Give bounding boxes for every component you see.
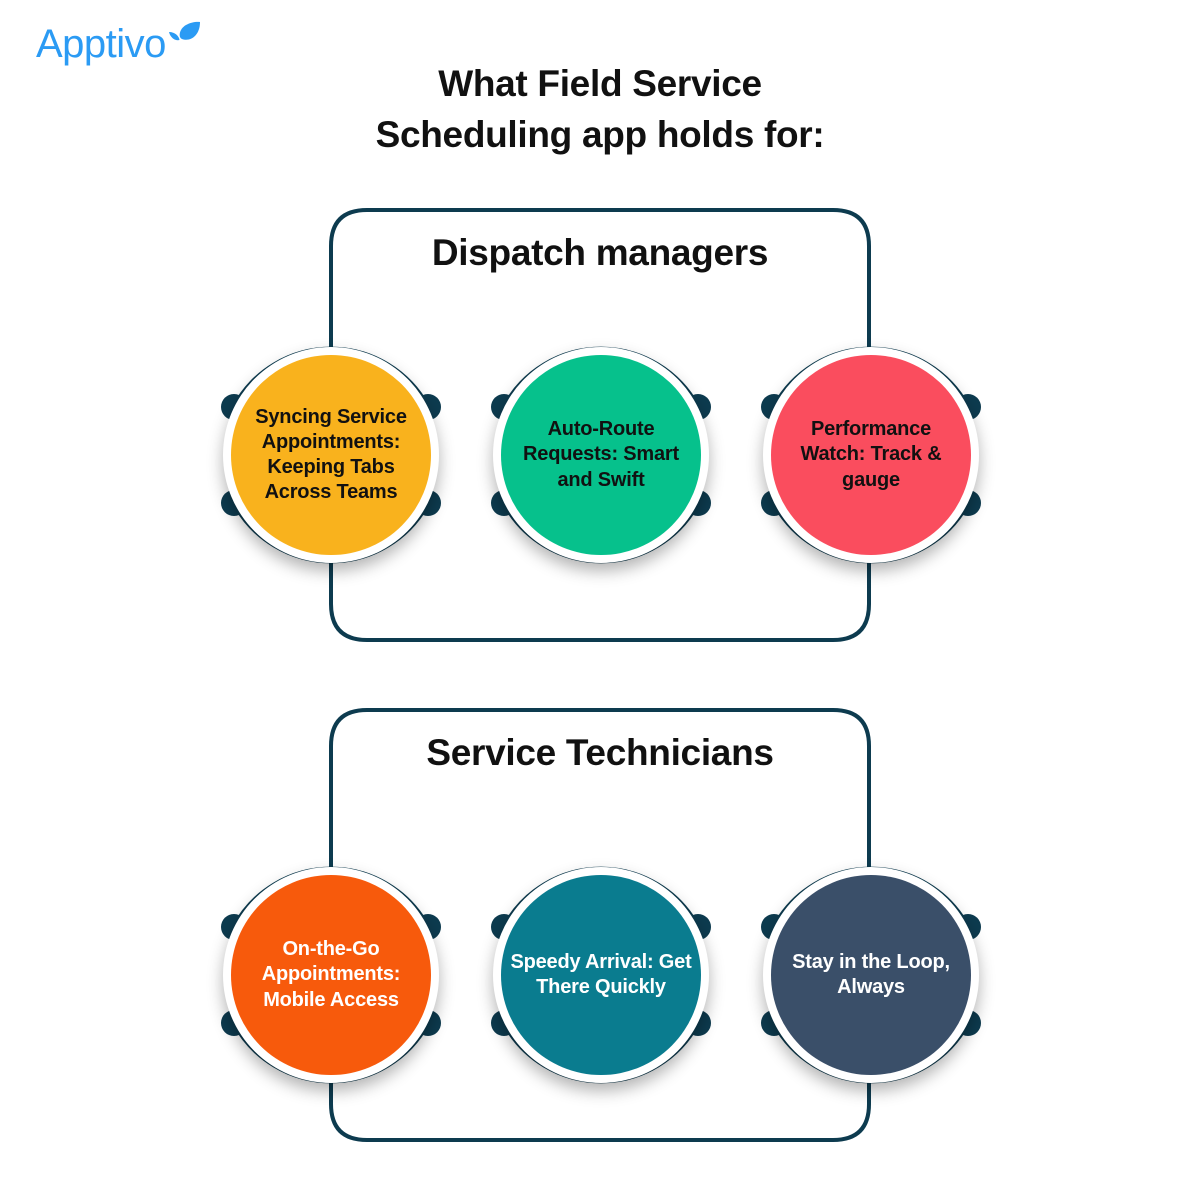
node-label: Syncing Service Appointments: Keeping Ta… <box>255 405 407 504</box>
node-disc: Auto-Route Requests: Smart and Swift <box>501 355 701 555</box>
node-technician-1[interactable]: On-the-Go Appointments: Mobile Access <box>198 842 464 1108</box>
leaf-icon <box>169 21 200 41</box>
node-disc: Speedy Arrival: Get There Quickly <box>501 875 701 1075</box>
frame-bottom-path <box>329 393 871 642</box>
technicians-frame-connector <box>329 708 871 1142</box>
node-label: Performance Watch: Track & gauge <box>800 418 942 491</box>
node-technician-2[interactable]: Speedy Arrival: Get There Quickly <box>468 842 734 1108</box>
node-disc: Performance Watch: Track & gauge <box>771 355 971 555</box>
frame-bottom-path <box>329 913 871 1142</box>
node-dispatch-1[interactable]: Syncing Service Appointments: Keeping Ta… <box>198 322 464 588</box>
node-label: Auto-Route Requests: Smart and Swift <box>523 418 679 491</box>
brand-name: Apptivo <box>36 22 166 66</box>
node-dispatch-3[interactable]: Performance Watch: Track & gauge <box>738 322 1004 588</box>
node-technician-3[interactable]: Stay in the Loop, Always <box>738 842 1004 1108</box>
page-title-line-1: What Field Service <box>438 63 762 104</box>
section-dispatch-managers: Syncing Service Appointments: Keeping Ta… <box>0 200 1200 650</box>
page-title: What Field Service Scheduling app holds … <box>0 58 1200 160</box>
section-heading: Service Technicians <box>426 732 774 773</box>
node-label: Stay in the Loop, Always <box>792 950 950 998</box>
section-service-technicians: On-the-Go Appointments: Mobile Access Sp… <box>0 700 1200 1150</box>
frame-top-path <box>329 208 871 457</box>
dispatch-frame-connector <box>329 208 871 642</box>
page-title-line-2: Scheduling app holds for: <box>375 114 825 156</box>
frame-top-path <box>329 708 871 977</box>
node-disc: Syncing Service Appointments: Keeping Ta… <box>231 355 431 555</box>
node-label: Speedy Arrival: Get There Quickly <box>510 950 692 998</box>
node-label: On-the-Go Appointments: Mobile Access <box>261 938 401 1011</box>
node-disc: On-the-Go Appointments: Mobile Access <box>231 875 431 1075</box>
node-disc: Stay in the Loop, Always <box>771 875 971 1075</box>
brand-logo[interactable]: Apptivo <box>36 21 200 66</box>
section-heading: Dispatch managers <box>431 232 769 273</box>
node-dispatch-2[interactable]: Auto-Route Requests: Smart and Swift <box>468 322 734 588</box>
